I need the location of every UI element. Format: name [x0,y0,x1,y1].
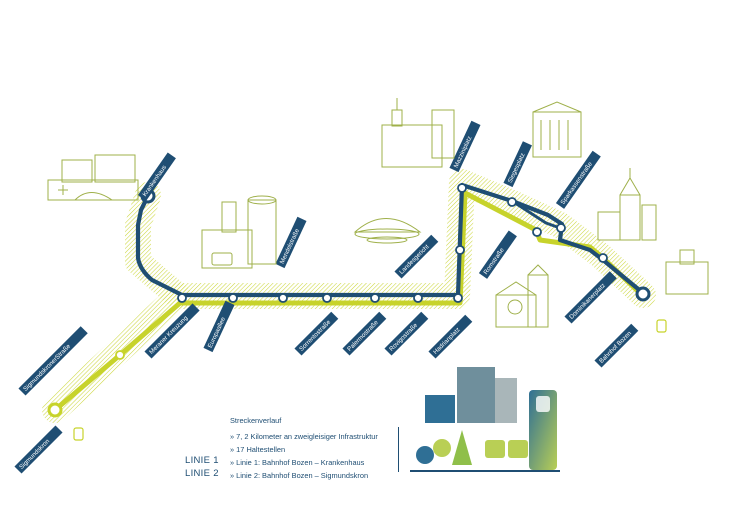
station-name: Sorrentostraße [298,318,333,353]
legend-item-distance: » 7, 2 Kilometer an zweigleisiger Infras… [230,432,378,441]
station-dot [598,253,608,263]
station-label-bg [564,271,617,324]
station-name: Sparkassenstraße [559,160,594,206]
station-name: Palermostraße [346,319,380,353]
station-name: Dominikanerplatz [568,282,607,321]
church-buildings [597,168,709,295]
station-dot [635,286,651,302]
courthouse-building [381,98,455,168]
station-dot [47,402,63,418]
station-dot [413,293,423,303]
line-1-name: LINIE 1 [185,455,219,466]
legend-heading: Streckenverlauf [230,416,282,425]
legend-item-line-2: » Linie 2: Bahnhof Bozen – Sigmundskron [230,471,369,480]
station-label-bg [394,234,439,279]
station-label-bg [384,311,429,356]
station-dot [278,293,288,303]
station-label-bg [137,152,176,201]
station-dot [177,293,187,303]
legend-item-line-1: » Linie 1: Bahnhof Bozen – Krankenhaus [230,458,365,467]
station-label-bg [275,216,307,269]
station-label: Sorrentostraße [294,311,339,356]
station-label-bg [555,150,601,209]
station-label: Mendelstraße [275,216,307,269]
station-dot [370,293,380,303]
legend-divider [398,427,400,472]
station-label: Dominikanerplatz [564,271,617,324]
station-label-bg [18,326,88,396]
hospital-building [47,154,139,201]
stadium-building [532,101,582,158]
station-label: Sigmundskron [14,425,63,474]
station-label-bg [14,425,63,474]
ufo-sculpture [353,218,422,244]
station-dot [228,293,238,303]
station-label: Bahnhof Bozen [594,323,639,368]
station-dot [457,183,467,193]
station-dot [507,197,517,207]
station-name: Romstraße [482,246,506,276]
station-label: Landesgericht [394,234,439,279]
station-label-bg [449,120,481,173]
station-dot [115,350,125,360]
station-dot [453,293,463,303]
station-label-bg [342,311,387,356]
station-dot [556,223,566,233]
station-name: Rovigostraße [388,321,419,352]
station-name: Sigmundskron [18,438,51,471]
station-name: Hadrianplatz [432,326,462,356]
station-name: Landesgericht [398,243,431,276]
legend-item-stops: » 17 Haltestellen [230,445,286,454]
city-illustration [410,367,560,472]
office-buildings [201,195,277,269]
station-name: Bahnhof Bozen [598,330,633,365]
station-label: Romstraße [478,230,517,279]
station-label: Palermostraße [342,311,387,356]
station-dot [532,227,542,237]
station-label-bg [478,230,517,279]
tram-icons [73,319,667,441]
station-label: Siegesplatz [503,141,532,188]
station-label-bg [594,323,639,368]
station-label-bg [203,300,235,353]
station-label: Rovigostraße [384,311,429,356]
station-dot [455,245,465,255]
station-label: Sparkassenstraße [555,150,601,209]
station-label-bg [144,303,200,359]
line-2-name: LINIE 2 [185,468,219,479]
station-dot [322,293,332,303]
plaza-buildings [495,264,549,328]
station-label-bg [294,311,339,356]
station-label-bg [428,314,473,359]
line-1-branch [511,199,561,230]
station-label: Hadrianplatz [428,314,473,359]
station-label-bg [503,141,532,188]
